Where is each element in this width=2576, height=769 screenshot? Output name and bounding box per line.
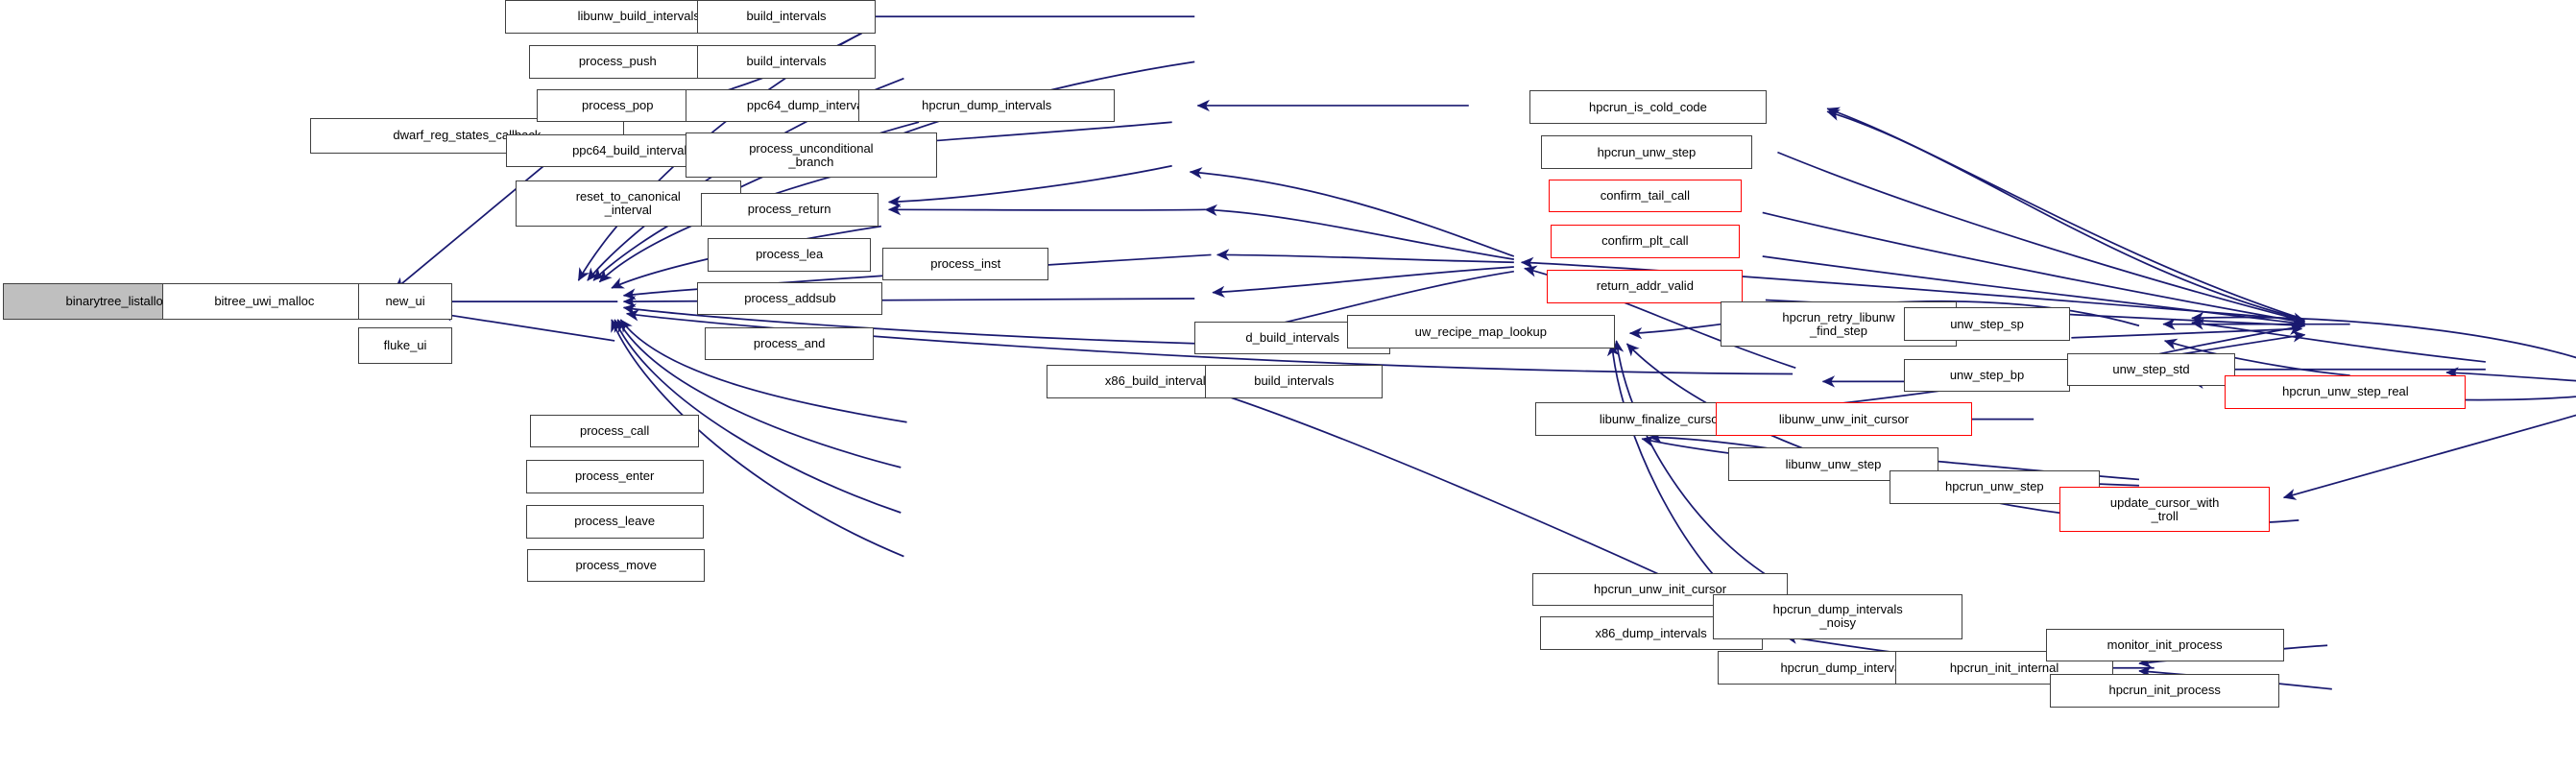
graph-node-label: build_intervals (746, 54, 827, 69)
graph-node-label: binarytree_listalloc (65, 294, 170, 309)
graph-edge (439, 309, 615, 342)
graph-edge (1826, 107, 2305, 321)
graph-node-hpcrun_unw_step_top[interactable]: hpcrun_unw_step (1541, 135, 1752, 169)
graph-node-hpcrun_dump_intervals_noisy[interactable]: hpcrun_dump_intervals _noisy (1712, 593, 1963, 639)
graph-node-label: process_call (580, 423, 650, 439)
graph-node-hpcrun_unw_step_real[interactable]: hpcrun_unw_step_real (2225, 375, 2467, 409)
graph-node-process_inst[interactable]: process_inst (882, 247, 1048, 281)
graph-node-label: confirm_plt_call (1601, 233, 1689, 249)
graph-node-process_and[interactable]: process_and (705, 326, 874, 361)
graph-edge (1216, 249, 1514, 264)
graph-node-update_cursor_with_troll[interactable]: update_cursor_with _troll (2058, 487, 2271, 533)
graph-node-process_addsub[interactable]: process_addsub (697, 281, 883, 316)
graph-node-label: confirm_tail_call (1600, 188, 1690, 204)
graph-edge (1212, 266, 1514, 299)
graph-node-process_pop[interactable]: process_pop (536, 88, 699, 123)
graph-node-hpcrun_dump_intervals_mid[interactable]: hpcrun_dump_intervals (858, 88, 1116, 123)
graph-node-unw_step_std[interactable]: unw_step_std (2066, 352, 2236, 387)
graph-node-label: process_unconditional _branch (749, 140, 874, 169)
graph-node-hpcrun_is_cold_code[interactable]: hpcrun_is_cold_code (1529, 90, 1768, 124)
graph-node-confirm_tail_call[interactable]: confirm_tail_call (1548, 179, 1742, 213)
graph-node-label: hpcrun_dump_intervals _noisy (1772, 602, 1903, 631)
graph-node-process_enter[interactable]: process_enter (525, 460, 704, 493)
graph-node-build_intervals_3[interactable]: build_intervals (1205, 365, 1384, 398)
graph-edge (887, 204, 1206, 216)
graph-node-uw_recipe_map_lookup[interactable]: uw_recipe_map_lookup (1346, 315, 1615, 348)
graph-node-libunw_unw_init_cursor[interactable]: libunw_unw_init_cursor (1716, 402, 1972, 436)
graph-edge (2282, 414, 2576, 500)
graph-node-label: unw_step_sp (1950, 316, 2024, 331)
graph-node-label: process_inst (930, 255, 1001, 271)
graph-edge (2191, 311, 2576, 359)
graph-node-label: process_and (753, 336, 826, 351)
graph-node-label: process_return (747, 202, 831, 217)
graph-node-build_intervals_2[interactable]: build_intervals (697, 45, 876, 79)
graph-node-label: hpcrun_unw_init_cursor (1594, 582, 1727, 597)
graph-node-label: process_lea (756, 247, 824, 262)
graph-node-label: process_push (578, 54, 657, 69)
graph-node-label: uw_recipe_map_lookup (1414, 324, 1547, 339)
graph-node-process_leave[interactable]: process_leave (525, 505, 704, 539)
graph-node-new_ui[interactable]: new_ui (358, 283, 452, 320)
graph-node-confirm_plt_call[interactable]: confirm_plt_call (1550, 225, 1741, 258)
graph-node-process_push[interactable]: process_push (528, 45, 707, 79)
graph-edge (1204, 204, 1514, 260)
graph-node-label: x86_dump_intervals (1595, 625, 1707, 640)
graph-node-label: return_addr_valid (1596, 278, 1694, 294)
graph-node-fluke_ui[interactable]: fluke_ui (358, 326, 452, 364)
graph-node-bitree_uwi_malloc[interactable]: bitree_uwi_malloc (162, 283, 367, 320)
graph-node-label: ppc64_build_intervals (572, 143, 693, 158)
graph-node-process_lea[interactable]: process_lea (708, 238, 871, 272)
graph-node-unw_step_sp[interactable]: unw_step_sp (1904, 307, 2070, 341)
graph-node-unw_step_bp[interactable]: unw_step_bp (1904, 358, 2070, 393)
graph-node-label: process_move (575, 557, 657, 572)
graph-node-label: unw_step_bp (1949, 368, 2025, 383)
graph-node-process_move[interactable]: process_move (527, 548, 706, 583)
graph-node-label: process_leave (574, 514, 656, 529)
graph-node-label: libunw_unw_init_cursor (1778, 411, 1910, 426)
graph-node-label: process_pop (582, 97, 654, 112)
graph-node-label: bitree_uwi_malloc (214, 294, 315, 309)
graph-node-label: dwarf_reg_states_callback (393, 128, 542, 143)
graph-node-label: libunw_unw_step (1785, 456, 1882, 471)
graph-node-label: ppc64_dump_intervals (746, 97, 873, 112)
graph-node-label: hpcrun_init_process (2108, 683, 2221, 698)
graph-node-label: hpcrun_unw_step_real (2282, 384, 2409, 399)
graph-node-label: x86_build_intervals (1104, 373, 1213, 389)
graph-node-label: libunw_finalize_cursor (1599, 411, 1722, 426)
graph-edge (1826, 108, 2305, 321)
graph-node-label: monitor_init_process (2107, 637, 2223, 653)
graph-node-label: hpcrun_unw_step (1945, 479, 2044, 494)
graph-node-label: hpcrun_unw_step (1597, 144, 1697, 159)
graph-node-process_call[interactable]: process_call (530, 414, 699, 448)
graph-node-label: update_cursor_with _troll (2109, 494, 2220, 523)
graph-edge (1777, 151, 2306, 324)
graph-node-label: fluke_ui (383, 337, 427, 352)
graph-node-process_unconditional_branch[interactable]: process_unconditional _branch (685, 132, 937, 179)
graph-node-monitor_init_process[interactable]: monitor_init_process (2045, 628, 2284, 662)
graph-node-label: hpcrun_is_cold_code (1589, 99, 1707, 114)
graph-node-label: hpcrun_dump_intervals (1780, 660, 1911, 675)
graph-node-label: new_ui (385, 294, 425, 309)
graph-edge (2191, 318, 2486, 363)
graph-node-label: process_addsub (744, 290, 836, 305)
graph-node-return_addr_valid[interactable]: return_addr_valid (1547, 270, 1744, 303)
graph-node-label: build_intervals (746, 9, 827, 24)
graph-node-label: hpcrun_init_internal (1949, 660, 2059, 675)
graph-node-label: libunw_build_intervals (577, 9, 700, 24)
graph-node-build_intervals_1[interactable]: build_intervals (697, 0, 876, 34)
graph-node-label: unw_step_std (2112, 361, 2190, 376)
graph-node-label: process_enter (574, 469, 655, 484)
graph-node-process_return[interactable]: process_return (700, 193, 879, 227)
graph-node-label: hpcrun_dump_intervals (922, 97, 1052, 112)
graph-edge (1189, 167, 1515, 257)
graph-node-label: d_build_intervals (1245, 329, 1339, 345)
graph-node-label: reset_to_canonical _interval (575, 189, 681, 218)
graph-node-hpcrun_init_process[interactable]: hpcrun_init_process (2050, 674, 2279, 708)
graph-node-label: build_intervals (1254, 373, 1335, 389)
graph-edge (2071, 323, 2303, 339)
graph-node-label: hpcrun_retry_libunw _find_step (1782, 309, 1895, 338)
